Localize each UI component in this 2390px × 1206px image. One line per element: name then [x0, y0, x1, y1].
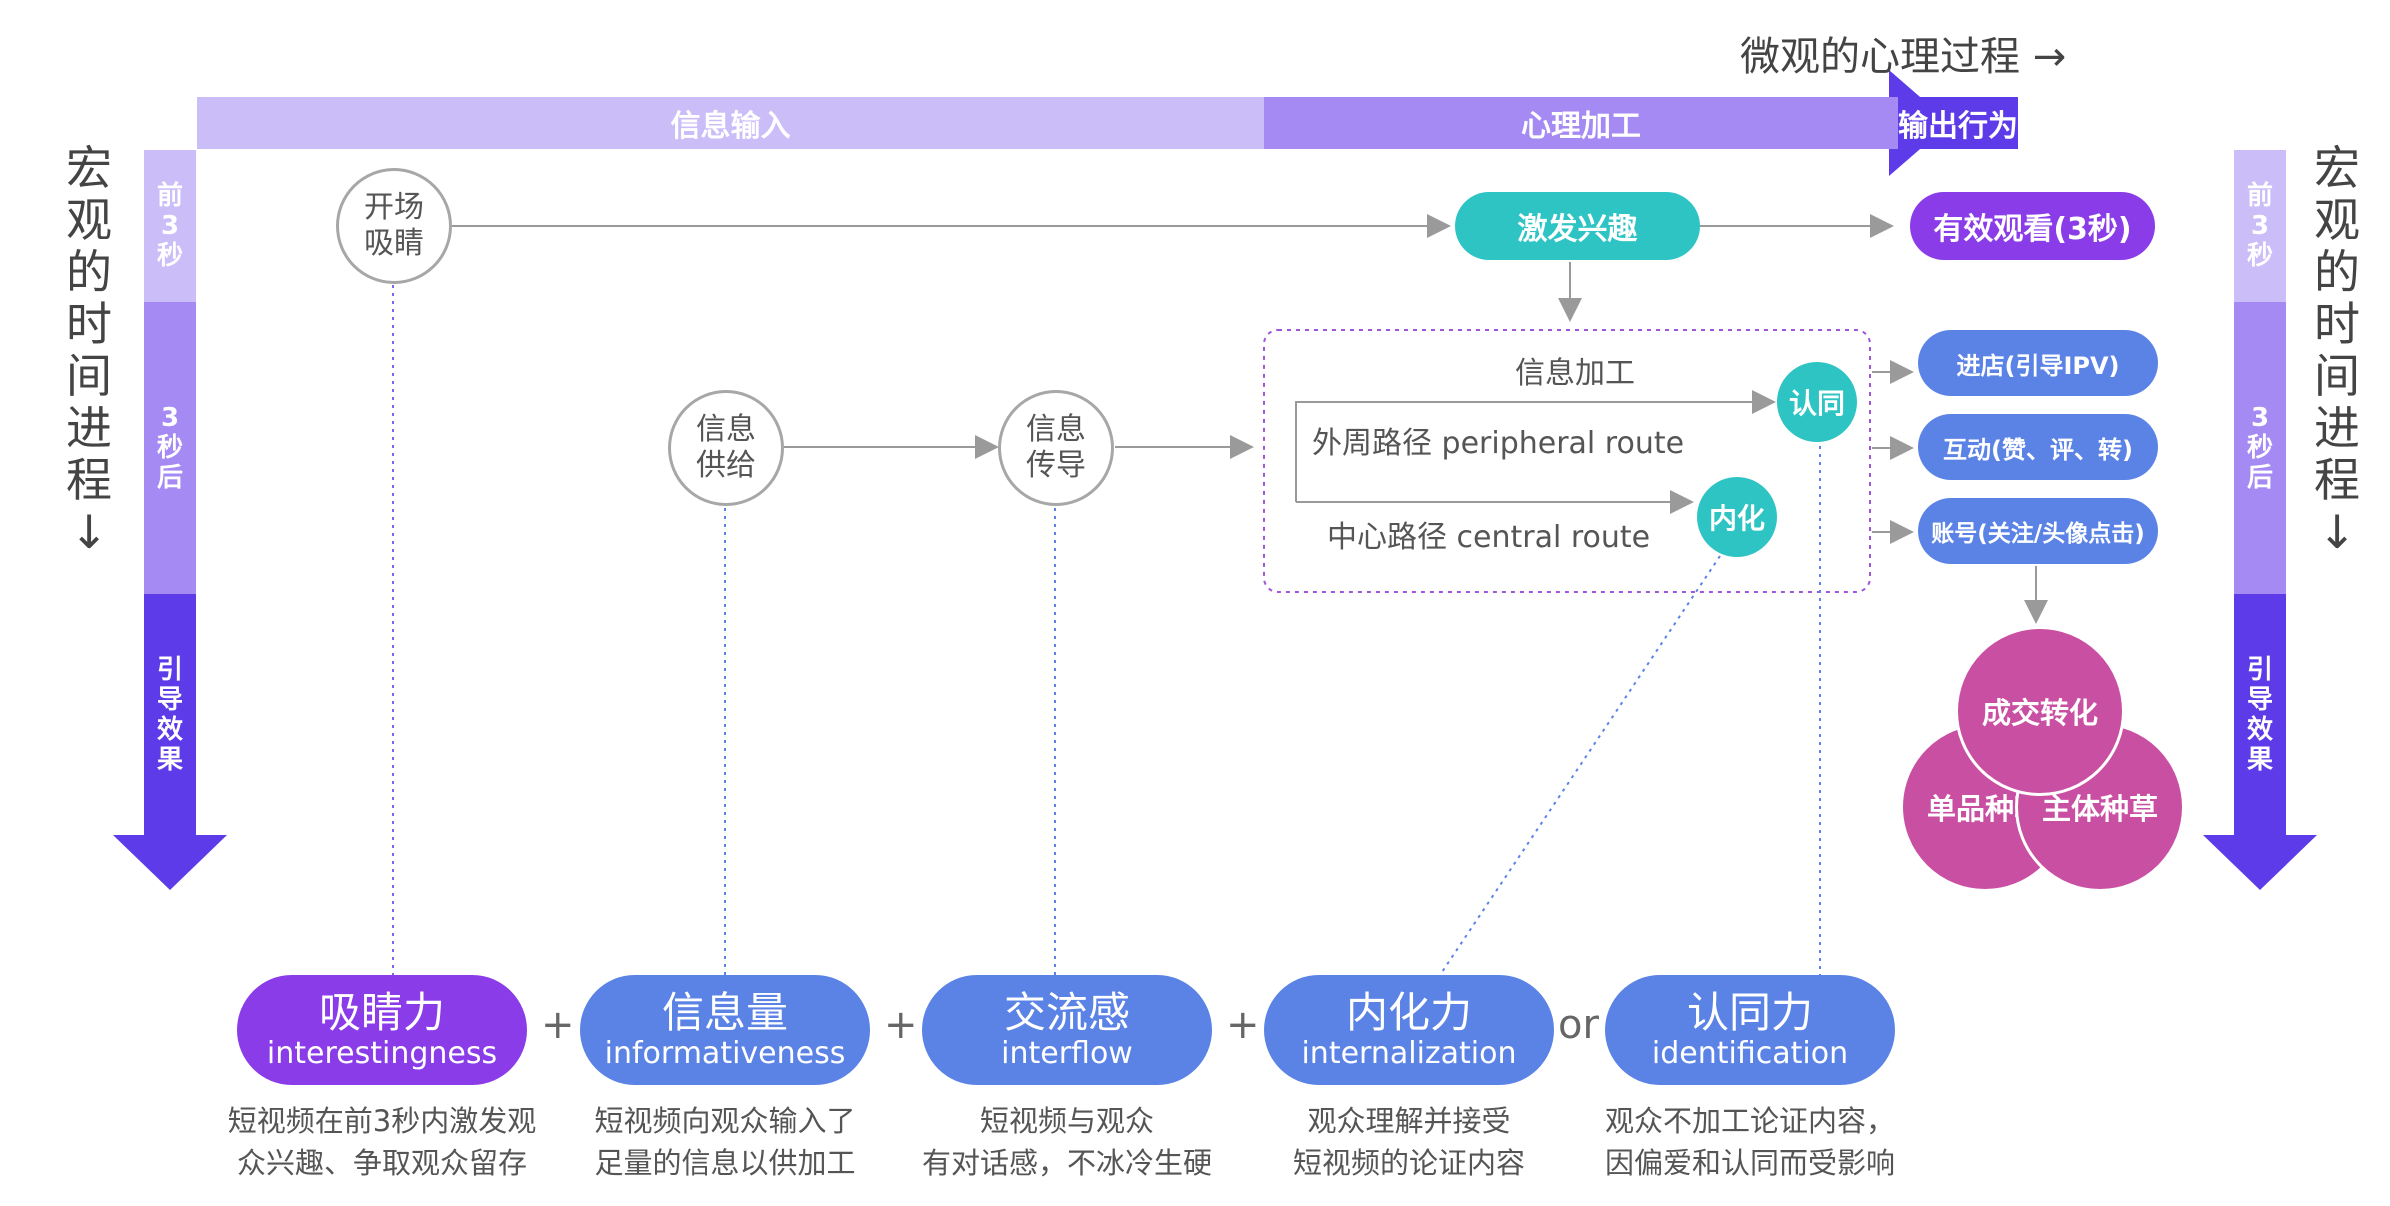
node-effective-watch: 有效观看(3秒)	[1910, 192, 2155, 260]
operator-plus: +	[541, 1002, 575, 1048]
left-bar-first-3s: 前 3 秒	[144, 150, 196, 302]
right-bar-first-3s: 前 3 秒	[2234, 150, 2286, 302]
left-arrow-head	[113, 835, 227, 890]
top-bar-output-fill: 输出行为	[1898, 97, 2018, 149]
node-account: 账号(关注/头像点击)	[1918, 498, 2158, 564]
operator-or: or	[1558, 1002, 1599, 1048]
node-opening: 开场 吸睛	[336, 168, 452, 284]
pill-subtitle: identification	[1651, 1036, 1849, 1071]
label-info-processing: 信息加工	[1515, 356, 1635, 391]
desc-interflow: 短视频与观众 有对话感，不冰冷生硬	[921, 1104, 1212, 1180]
node-identify: 认同	[1777, 362, 1857, 442]
pill-internalization: 内化力 internalization	[1264, 975, 1554, 1085]
node-internalize: 内化	[1697, 477, 1777, 557]
pill-title: 吸睛力	[318, 988, 445, 1037]
node-interact: 互动(赞、评、转)	[1918, 414, 2158, 480]
node-info-supply: 信息 供给	[668, 390, 784, 506]
top-bar-psych-processing: 心理加工	[1264, 97, 1898, 149]
left-axis-label: 宏观的时间进程↓	[66, 141, 112, 559]
pill-title: 内化力	[1345, 988, 1472, 1037]
pill-title: 认同力	[1686, 988, 1813, 1037]
desc-informativeness: 短视频向观众输入了 足量的信息以供加工	[594, 1104, 856, 1180]
desc-identification: 观众不加工论证内容， 因偏爱和认同而受影响	[1604, 1104, 1895, 1180]
label-central-route: 中心路径 central route	[1327, 520, 1651, 555]
pill-title: 交流感	[1003, 988, 1130, 1037]
top-axis-label: 微观的心理过程 →	[1740, 34, 2067, 80]
desc-interestingness: 短视频在前3秒内激发观 众兴趣、争取观众留存	[227, 1104, 537, 1180]
desc-internalization: 观众理解并接受 短视频的论证内容	[1292, 1104, 1525, 1180]
pill-informativeness: 信息量 informativeness	[580, 975, 870, 1085]
pill-subtitle: informativeness	[604, 1036, 846, 1071]
top-bar-info-input: 信息输入	[197, 97, 1264, 149]
pill-subtitle: internalization	[1301, 1036, 1517, 1071]
pill-title: 信息量	[661, 988, 788, 1037]
operator-plus: +	[884, 1002, 918, 1048]
right-bar-after-3s: 3 秒 后	[2234, 302, 2286, 594]
left-bar-after-3s: 3 秒 后	[144, 302, 196, 594]
pill-identification: 认同力 identification	[1605, 975, 1895, 1085]
right-arrow-head	[2203, 835, 2317, 890]
right-axis-label: 宏观的时间进程↓	[2314, 141, 2360, 559]
pill-interflow: 交流感 interflow	[922, 975, 1212, 1085]
label-peripheral-route: 外周路径 peripheral route	[1312, 426, 1685, 461]
left-bar-guide-effect: 引 导 效 果	[144, 594, 196, 836]
node-info-transfer: 信息 传导	[998, 390, 1114, 506]
bubble-deal-conversion: 成交转化	[1955, 626, 2125, 796]
pill-subtitle: interflow	[1001, 1036, 1133, 1071]
right-bar-guide-effect: 引 导 效 果	[2234, 594, 2286, 836]
node-stimulate-interest: 激发兴趣	[1455, 192, 1700, 260]
pill-interestingness: 吸睛力 interestingness	[237, 975, 527, 1085]
operator-plus: +	[1226, 1002, 1260, 1048]
pill-subtitle: interestingness	[266, 1036, 498, 1071]
node-enter-store: 进店(引导IPV)	[1918, 330, 2158, 396]
